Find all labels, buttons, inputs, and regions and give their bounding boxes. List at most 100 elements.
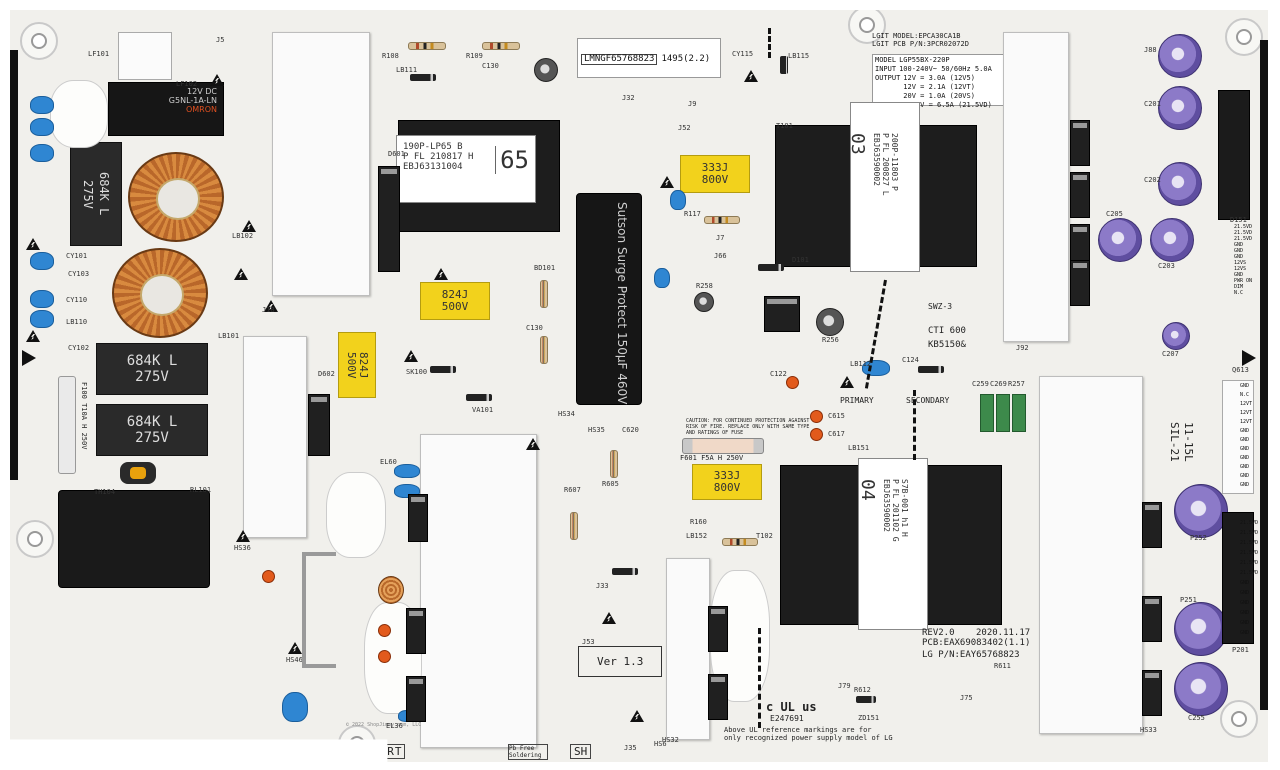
electrolytic-cap-c255: [1174, 484, 1228, 538]
ref-label: LB151: [848, 444, 870, 452]
high-voltage-warning-icon: [404, 350, 418, 362]
electrolytic-cap-c201: [1158, 34, 1202, 78]
mosfet-q601: [764, 296, 800, 332]
table-output-row: 21.5V = 6.5A (21.5VD): [903, 101, 992, 109]
x-cap-cx103: 684K L 275V: [70, 142, 122, 246]
main-fuse-f100: [58, 376, 76, 474]
p201-pin: GND: [1234, 254, 1244, 260]
p252-pin: 12VT: [1240, 419, 1253, 425]
heatsink-center-bottom: [420, 434, 537, 748]
pcb-board: LMNGF65768823 1495(2.2) LGIT MODEL:EPCA3…: [10, 10, 1268, 762]
t1-line: 190P-LP65 B: [403, 142, 463, 152]
copyright-text: © 2022 ShopJimmy.com, LLC: [346, 722, 422, 728]
ref-label: C124: [902, 356, 919, 364]
ref-label: P252: [1190, 534, 1207, 542]
transformer-t2-core: 200P-11803 P P FL 200827 L EBJ63590002 0…: [847, 102, 920, 272]
ref-label: LB111: [396, 66, 418, 74]
model-code-suffix: 1495(2.2): [661, 54, 711, 64]
ref-label: R109: [466, 52, 483, 60]
electrolytic-cap-c207: [1098, 218, 1142, 262]
x-cap-voltage: 275V: [81, 179, 95, 209]
fuse-f601-label: F601 F5A H 250V: [680, 454, 744, 462]
ref-label: LF101: [88, 50, 110, 58]
ref-label: HS33: [1140, 726, 1157, 734]
heatsink-center-small: [666, 558, 710, 740]
isolation-line: [768, 28, 771, 58]
indicator-lb603: [378, 624, 391, 637]
high-voltage-warning-icon: [234, 268, 248, 280]
ref-label: J7: [716, 234, 725, 242]
ref-label: BD101: [534, 264, 556, 272]
ref-label: P251: [1180, 596, 1197, 604]
lgit-pcb-text: LGIT PCB P/N:3PCR02072D: [872, 40, 969, 48]
p251-pin: GND: [1240, 610, 1250, 616]
ref-label: D601: [388, 150, 405, 158]
ref-label: EL60: [380, 458, 397, 466]
p252-pin: GND: [1240, 455, 1250, 461]
ref-label: HS6: [654, 740, 667, 748]
p251-pin: 21.5VD: [1240, 570, 1259, 576]
indicator-lb107: [262, 570, 275, 583]
diode-lb110: [918, 366, 944, 373]
ref-label: J32: [622, 94, 635, 102]
connector-p201: [1218, 90, 1250, 220]
high-voltage-warning-icon: [264, 300, 278, 312]
film-cap-voltage: 800V: [713, 481, 741, 494]
ref-label: CY101: [66, 252, 88, 260]
diode-d602: [466, 394, 492, 401]
diode-lb111: [410, 74, 436, 81]
y-cap: [654, 268, 670, 288]
p252-pin: GND: [1240, 428, 1250, 434]
ref-label: LB152: [686, 532, 708, 540]
bracket-t601: [302, 552, 336, 668]
electrolytic-cap-c259: [1174, 602, 1228, 656]
toroid-inductor-lf102: [128, 152, 224, 242]
ref-label: RL101: [190, 486, 212, 494]
lg-part-number-label: LG P/N:EAY65768823: [922, 650, 1020, 660]
ref-label: J9: [688, 100, 697, 108]
x-cap-cx102: 684K L 275V: [96, 404, 208, 456]
p251-pin: 21.5VD: [1240, 560, 1259, 566]
mosfet-hs36-d: [1070, 260, 1090, 306]
ref-label: R257: [1008, 380, 1025, 388]
film-cap-voltage: 800V: [701, 173, 729, 186]
resistor-r605: [540, 280, 548, 308]
ref-label: C203: [1158, 262, 1175, 270]
fuse-f601: [682, 438, 764, 454]
ref-label: P201: [1232, 646, 1249, 654]
diode-lb115: [780, 56, 788, 74]
transformer-t1-label: 190P-LP65 B P FL 210817 H EBJ63131004 65: [396, 135, 536, 203]
p251-pin: GND: [1240, 630, 1250, 636]
ul-number: E247691: [770, 714, 804, 723]
heatsink-primary-left: [272, 32, 370, 296]
mosfet-hs33: [708, 606, 728, 652]
ref-label: CY115: [732, 50, 754, 58]
heatsink-secondary-right: [1003, 32, 1069, 342]
ref-label: R256: [822, 336, 839, 344]
model-code-label: LMNGF65768823 1495(2.2): [577, 38, 721, 78]
mosfet-hs36-a: [1070, 120, 1090, 166]
t2-line: P FL 200827 L: [881, 133, 890, 196]
p251-pin: GND: [1240, 620, 1250, 626]
ref-label: C205: [1106, 210, 1123, 218]
y-cap: [30, 144, 54, 162]
glue-blob: [326, 472, 386, 558]
sil-label: SIL-21: [1168, 422, 1181, 462]
p252-pin: GND: [1240, 482, 1250, 488]
t3-line: P FL 201102 G: [891, 479, 900, 542]
film-cap-c103: 333J 800V: [680, 155, 750, 193]
y-cap: [282, 692, 308, 722]
high-voltage-warning-icon: [840, 376, 854, 388]
relay-line: 12V DC: [187, 87, 217, 96]
ref-label: C269: [990, 380, 1007, 388]
ref-label: HS32: [662, 736, 679, 744]
diode-d151: [612, 568, 638, 575]
mosfet-hs35-c: [1142, 670, 1162, 716]
p201-pin: N.C: [1234, 290, 1244, 296]
p252-pin: GND: [1240, 473, 1250, 479]
electrolytic-cap-c269: [1174, 662, 1228, 716]
film-cap-voltage: 500V: [441, 300, 469, 313]
table-key-model: MODEL: [875, 56, 897, 64]
mosfet-hs36-b: [1070, 172, 1090, 218]
p252-pin: N.C: [1240, 392, 1250, 398]
